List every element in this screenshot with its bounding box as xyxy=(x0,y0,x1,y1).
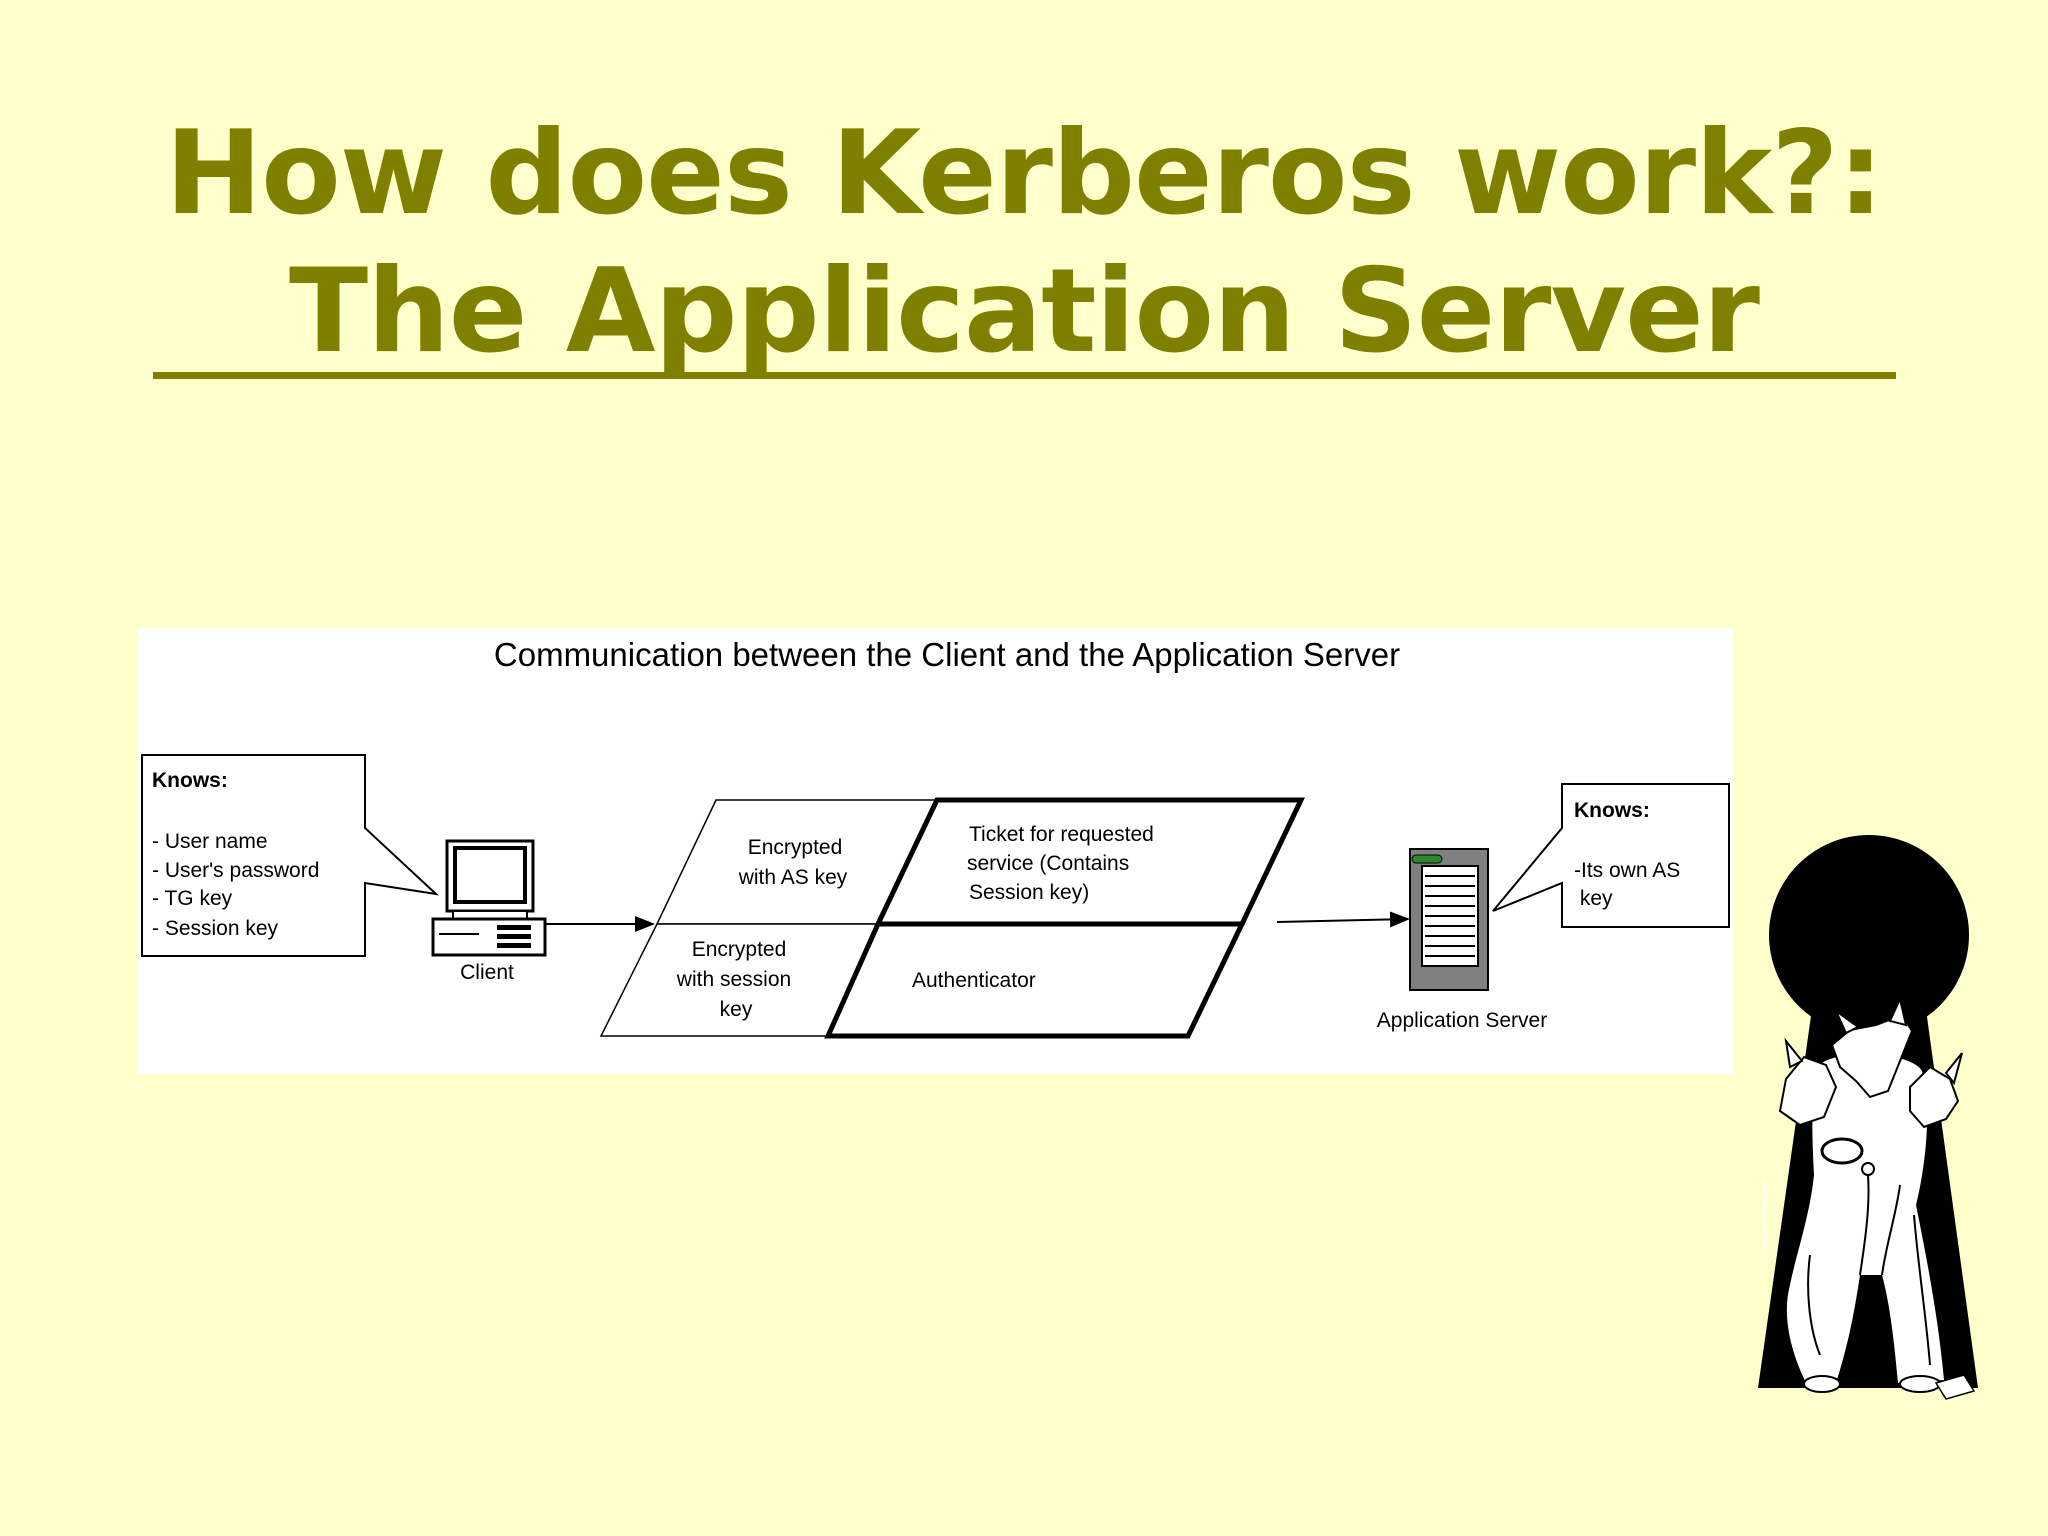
diagram-svg: Communication between the Client and the… xyxy=(141,636,1730,1039)
title-underline xyxy=(153,372,1896,379)
encrypted-session-key-text: key xyxy=(720,998,753,1021)
client-computer-icon xyxy=(431,839,547,957)
encrypted-session-key-text: with session xyxy=(676,968,791,991)
authenticator-text: Authenticator xyxy=(912,969,1036,992)
client-knows-item: - Session key xyxy=(152,917,279,940)
ticket-text: service (Contains xyxy=(967,852,1129,875)
message-part-authenticator xyxy=(824,921,1246,1039)
client-label: Client xyxy=(460,961,514,984)
client-knows-header: Knows: xyxy=(152,769,228,792)
client-knows-item: - User's password xyxy=(152,859,319,882)
slide-title-line-1: How does Kerberos work?: xyxy=(165,106,1884,241)
encrypted-as-key-text: Encrypted xyxy=(748,836,843,859)
message-block xyxy=(599,797,1305,1039)
server-knows-callout xyxy=(1492,783,1730,928)
server-knows-item: -Its own AS xyxy=(1574,859,1680,882)
encrypted-session-key-text: Encrypted xyxy=(692,938,787,961)
slide-title: How does Kerberos work?: The Application… xyxy=(0,105,2048,381)
server-knows-header: Knows: xyxy=(1574,799,1650,822)
kerberos-diagram: Communication between the Client and the… xyxy=(137,628,1733,1074)
cerberus-keyhole-icon xyxy=(1750,835,1980,1410)
client-knows-item: - User name xyxy=(152,830,268,853)
encrypted-as-key-text: with AS key xyxy=(738,866,848,889)
slide-title-line-2: The Application Server xyxy=(289,244,1760,379)
diagram-heading: Communication between the Client and the… xyxy=(494,636,1400,673)
message-to-server-arrow xyxy=(1276,911,1410,928)
application-server-icon xyxy=(1409,848,1489,991)
ticket-text: Session key) xyxy=(969,881,1089,904)
client-knows-item: - TG key xyxy=(152,887,233,910)
server-label: Application Server xyxy=(1377,1009,1547,1032)
client-knows-callout xyxy=(141,754,440,957)
ticket-text: Ticket for requested xyxy=(969,823,1154,846)
server-knows-item: key xyxy=(1574,887,1613,910)
